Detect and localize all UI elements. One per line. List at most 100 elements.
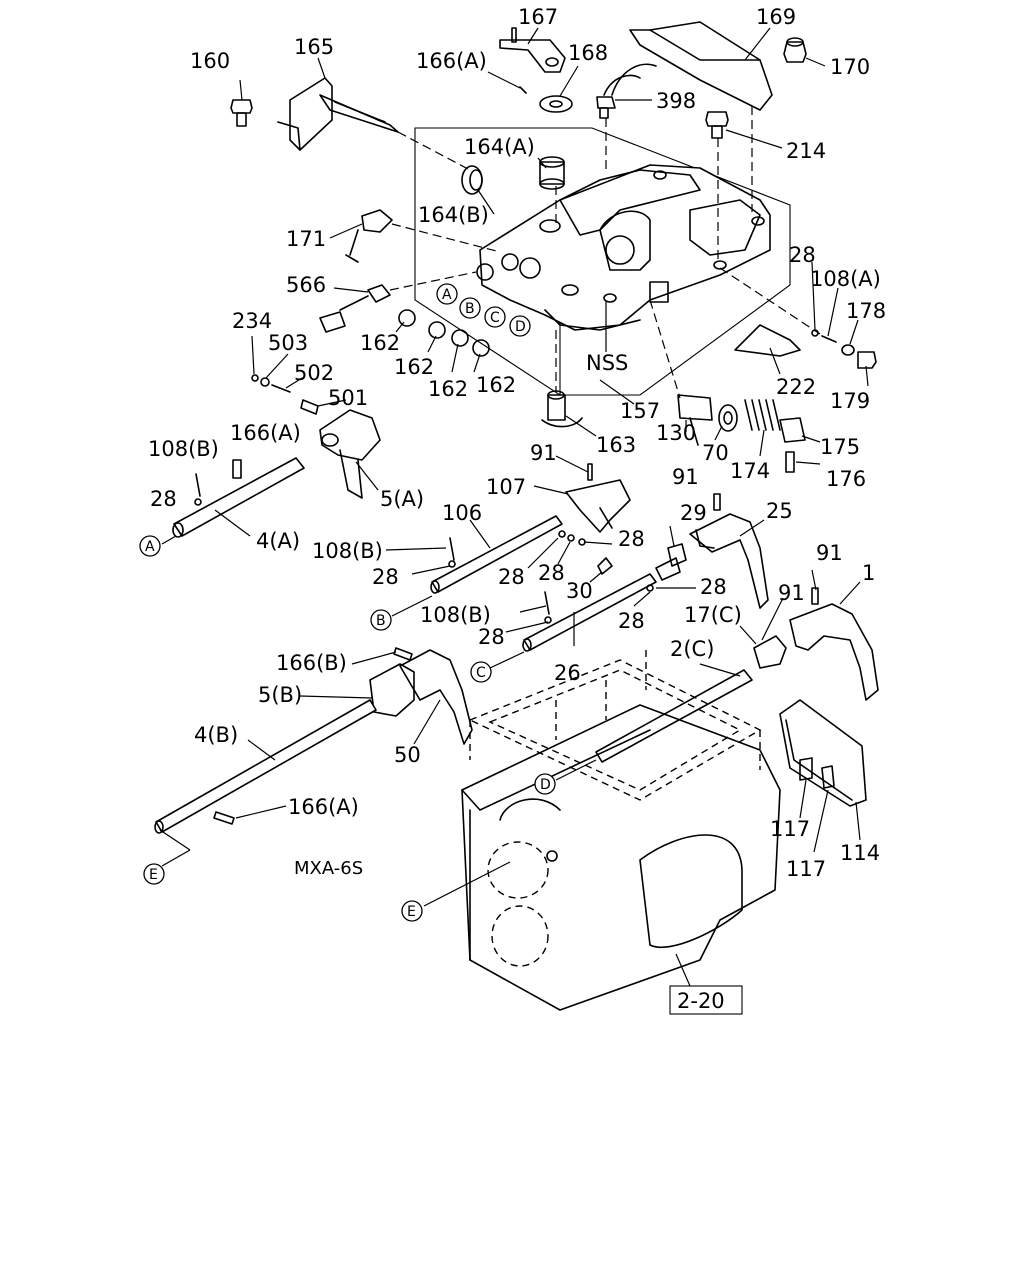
marker-b-rod: B [370,609,392,631]
label-222: 222 [776,375,816,399]
marker-e-rod-text: E [149,867,158,883]
washer-168 [539,95,573,113]
label-157: 157 [620,399,660,423]
label-28-left: 28 [150,487,177,511]
reference-box-text: 2-20 [677,989,725,1013]
reference-box: 2-20 [669,985,743,1015]
label-168: 168 [568,41,608,65]
label-178: 178 [846,299,886,323]
label-4b: 4(B) [194,723,238,747]
label-175: 175 [820,435,860,459]
label-108b-n: 108(B) [420,603,491,627]
marker-c-top-text: C [490,310,500,326]
marker-e-rod: E [143,863,165,885]
bracket-222 [734,324,801,357]
marker-e-case: E [401,900,423,922]
label-502: 502 [294,361,334,385]
label-160: 160 [190,49,230,73]
shift-block-5b [369,663,415,717]
seal-164b [461,165,483,195]
shift-fork-25 [689,493,769,609]
label-130: 130 [656,421,696,445]
label-179: 179 [830,389,870,413]
label-169: 169 [756,5,796,29]
marker-a-rod: A [139,535,161,557]
marker-b-top: B [459,297,481,319]
rod-106 [430,515,563,594]
shift-block-5a [319,409,381,499]
label-501: 501 [328,386,368,410]
label-28-g: 28 [618,609,645,633]
label-28-c: 28 [618,527,645,551]
label-108b-left: 108(B) [148,437,219,461]
bolt-214 [705,111,729,139]
shift-fork-50 [399,649,473,745]
label-117-a: 117 [770,817,810,841]
label-108a: 108(A) [810,267,881,291]
label-28-d: 28 [498,565,525,589]
marker-b-rod-text: B [376,613,386,629]
label-1: 1 [862,561,875,585]
label-165: 165 [294,35,334,59]
label-170: 170 [830,55,870,79]
label-176: 176 [826,467,866,491]
rod-26 [522,573,657,652]
plate-169 [629,21,773,111]
label-91-b: 91 [672,465,699,489]
model-code: MXA-6S [294,858,363,879]
plug-162-group [398,309,490,357]
label-107: 107 [486,475,526,499]
label-114: 114 [840,841,880,865]
marker-c-top: C [484,306,506,328]
label-28-right: 28 [789,243,816,267]
cover-114 [779,699,867,807]
label-50: 50 [394,743,421,767]
plug-117 [799,757,835,789]
marker-a-top: A [436,283,458,305]
bracket-167 [499,27,566,73]
label-28-n: 28 [478,625,505,649]
marker-c-rod: C [470,661,492,683]
marker-a-rod-text: A [145,539,155,555]
label-2c: 2(C) [670,637,714,661]
label-164b: 164(B) [418,203,489,227]
label-28-f: 28 [700,575,727,599]
label-91-c: 91 [816,541,843,565]
nut-170 [783,37,807,63]
label-30: 30 [566,579,593,603]
label-566: 566 [286,273,326,297]
label-162-d: 162 [476,373,516,397]
label-503: 503 [268,331,308,355]
marker-e-case-text: E [407,904,416,920]
label-166a-left: 166(A) [230,421,301,445]
label-214: 214 [786,139,826,163]
label-166a-bottom: 166(A) [288,795,359,819]
label-162-a: 162 [360,331,400,355]
block-29 [655,543,687,581]
label-25: 25 [766,499,793,523]
pin-176 [785,451,795,473]
label-171: 171 [286,227,326,251]
pin-163 [541,390,583,428]
marker-d-rod-text: D [540,777,551,793]
label-162-b: 162 [394,355,434,379]
label-167: 167 [518,5,558,29]
label-164a: 164(A) [464,135,535,159]
marker-d-top: D [509,315,531,337]
label-91-d: 91 [778,581,805,605]
label-166b: 166(B) [276,651,347,675]
detent-balls-26 [544,584,654,624]
pin-166b [393,647,413,661]
label-17c: 17(C) [684,603,742,627]
switch-398 [596,63,657,119]
marker-d-rod: D [534,773,556,795]
label-26: 26 [554,661,581,685]
label-106: 106 [442,501,482,525]
label-70: 70 [702,441,729,465]
label-174: 174 [730,459,770,483]
transmission-case [461,650,781,1011]
detent-group-right [811,329,877,369]
rod-4b [154,699,377,834]
washer-70 [718,404,738,432]
